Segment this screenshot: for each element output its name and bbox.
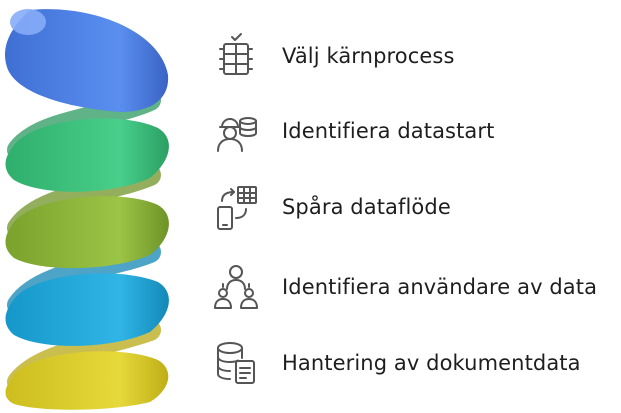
helix-band-green: [5, 118, 169, 192]
step-3-label: Spåra dataflöde: [282, 195, 451, 219]
phone-to-table-sync-icon: [217, 186, 257, 230]
step-3: Spåra dataflöde: [212, 181, 617, 233]
server-rack-check-icon: [219, 33, 253, 75]
worker-database-icon: [217, 117, 257, 152]
database-document-icon: [217, 342, 255, 384]
step-5-label: Hantering av dokumentdata: [282, 351, 581, 375]
step-4: Identifiera användare av data: [212, 261, 617, 313]
step-4-label: Identifiera användare av data: [282, 275, 598, 299]
step-5: Hantering av dokumentdata: [212, 337, 617, 389]
user-group-icon: [214, 265, 258, 309]
helix-graphic: [4, 9, 169, 410]
helix-band-cyan: [5, 273, 169, 346]
step-1-label: Välj kärnprocess: [282, 44, 455, 68]
helix-band-olive: [5, 196, 169, 269]
helix-band-yellow: [5, 351, 169, 410]
helix-band-blue: [4, 9, 169, 113]
step-2-label: Identifiera datastart: [282, 119, 495, 143]
step-1: Välj kärnprocess: [212, 30, 617, 82]
step-2: Identifiera datastart: [212, 105, 617, 157]
